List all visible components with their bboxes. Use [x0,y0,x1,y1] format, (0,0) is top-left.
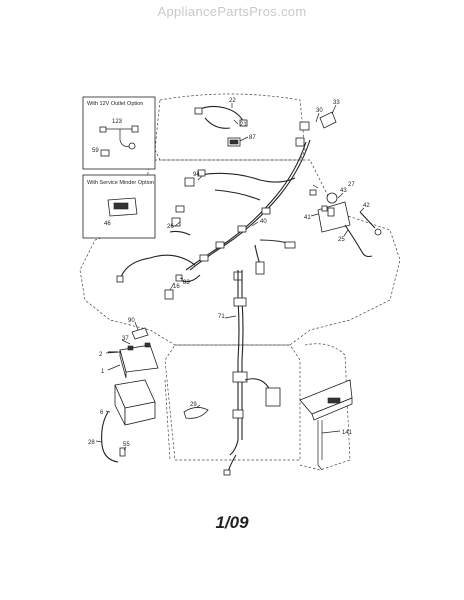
callout-42: 42 [363,203,370,209]
callout-25: 25 [338,237,345,243]
callout-41: 41 [304,215,311,221]
main-harness [116,139,311,300]
solenoid-group [309,189,382,258]
callout-43: 43 [340,188,347,194]
fender-panel [299,379,353,471]
callout-2: 2 [99,352,103,358]
callout-30: 30 [316,108,323,114]
callout-40: 40 [260,219,267,225]
callout-83: 83 [183,280,190,286]
callout-87: 87 [249,135,256,141]
callout-33: 33 [333,100,340,106]
callout-26: 26 [167,224,174,230]
callout-90: 90 [128,318,135,324]
inset-12v-outlet: With 12V Outlet Option 123 59 [82,96,156,170]
callout-94: 94 [193,172,200,178]
callout-46: 46 [104,221,111,227]
callout-6: 6 [100,410,104,416]
callout-59: 59 [92,148,99,154]
callout-123: 123 [112,119,123,125]
callout-71: 71 [218,314,225,320]
callout-55: 55 [123,442,130,448]
callout-labels: 22 21 87 30 33 94 27 43 41 42 25 40 26 8… [88,98,370,448]
engine-harness [183,270,281,476]
callout-141: 141 [342,430,353,436]
callout-22: 22 [229,98,236,104]
inset-12v-title: With 12V Outlet Option [87,101,143,107]
callout-21: 21 [240,122,247,128]
callout-27: 27 [348,182,355,188]
page-number: 1/09 [215,513,249,532]
callout-37: 37 [122,336,129,342]
callout-1: 1 [101,369,105,375]
callout-28: 28 [88,440,95,446]
watermark: AppliancePartsPros.com [157,4,307,19]
callout-16: 16 [173,284,180,290]
callout-29: 29 [190,402,197,408]
inset-service-minder-title: With Service Minder Option [87,180,154,186]
callout-leaders [95,103,365,451]
inset-service-minder: With Service Minder Option 46 [82,174,156,239]
dash-harness [194,105,337,147]
battery-group [101,327,159,463]
